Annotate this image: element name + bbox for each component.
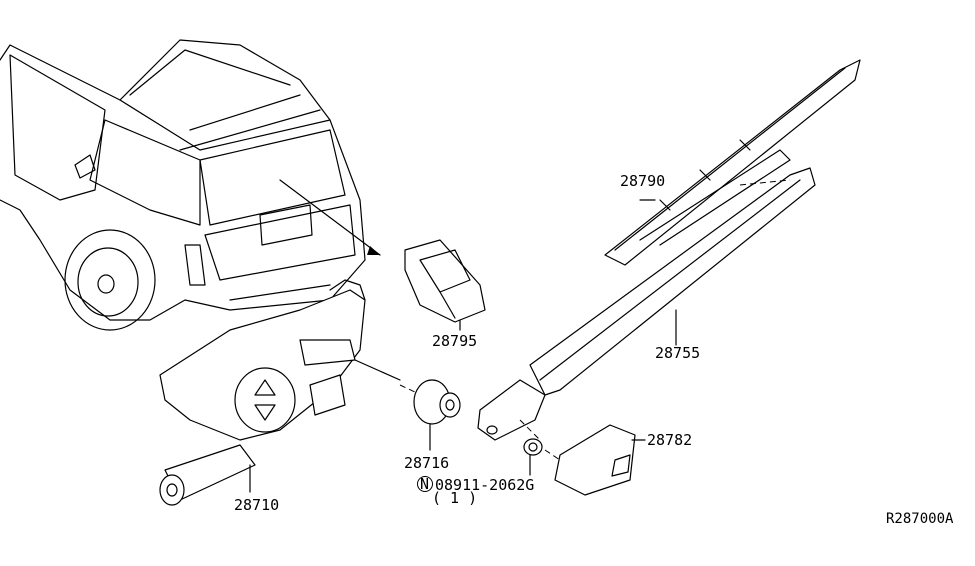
label-28782: 28782 <box>647 431 692 449</box>
label-nut-quantity: ( 1 ) <box>432 489 477 507</box>
part-wiper-motor-28710[interactable] <box>159 279 401 506</box>
label-28795: 28795 <box>432 332 477 350</box>
part-arm-cover-28782[interactable] <box>544 424 646 496</box>
reference-code: R287000A <box>886 511 954 527</box>
part-seal-28716[interactable] <box>399 379 461 451</box>
label-28755: 28755 <box>655 344 700 362</box>
label-28716: 28716 <box>404 454 449 472</box>
label-28790: 28790 <box>620 172 665 190</box>
part-cap-28795[interactable] <box>404 239 486 331</box>
label-nut-number: 08911-2062G <box>435 476 534 494</box>
nut-symbol-circle <box>417 476 433 492</box>
vehicle-illustration <box>0 39 381 331</box>
label-28710: 28710 <box>234 496 279 514</box>
part-wiper-blade-28790[interactable] <box>604 59 861 266</box>
part-wiper-arm-28755[interactable] <box>477 167 816 441</box>
part-nut-08911-2062G[interactable] <box>523 438 543 476</box>
nut-symbol: N <box>420 475 429 493</box>
